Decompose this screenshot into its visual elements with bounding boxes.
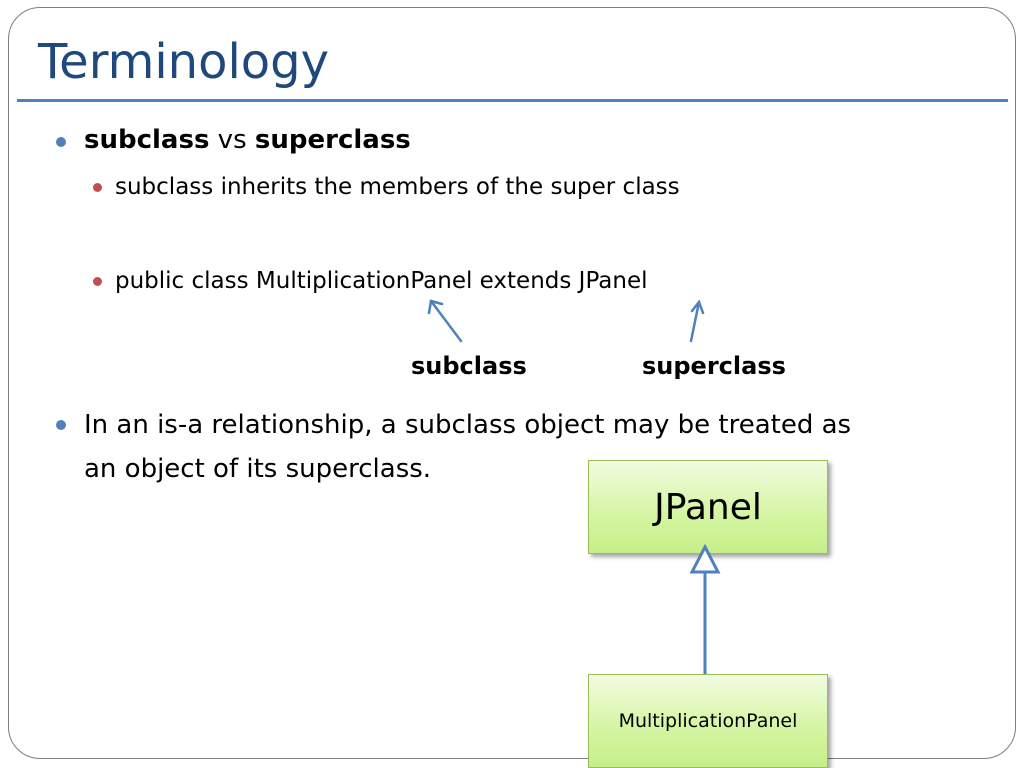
- bullet-subclass-vs-superclass: subclass vs superclass: [84, 118, 411, 162]
- bullet-term-superclass: superclass: [254, 125, 411, 155]
- label-subclass: subclass: [411, 352, 527, 380]
- sub-bullet-inherits: subclass inherits the members of the sup…: [115, 174, 680, 200]
- arrow-to-superclass-name: [689, 299, 705, 343]
- uml-box-jpanel: JPanel: [588, 460, 828, 554]
- arrow-to-subclass-name: [427, 299, 463, 343]
- bullet-dot: [56, 420, 66, 430]
- inheritance-arrow-icon: [689, 543, 721, 674]
- sub-bullet-dot: [93, 277, 102, 286]
- title-underline: [17, 99, 1008, 102]
- bullet-is-a-line1: In an is-a relationship, a subclass obje…: [84, 410, 852, 440]
- sub-bullet-code-example: public class MultiplicationPanel extends…: [115, 268, 648, 294]
- slide-frame: [8, 7, 1016, 759]
- slide-title: Terminology: [38, 34, 330, 90]
- bullet-vs: vs: [209, 125, 255, 155]
- bullet-term-subclass: subclass: [84, 125, 210, 155]
- sub-bullet-dot: [93, 183, 102, 192]
- bullet-is-a-line2: an object of its superclass.: [84, 454, 432, 484]
- uml-box-multiplicationpanel: MultiplicationPanel: [588, 674, 828, 768]
- bullet-dot: [56, 137, 66, 147]
- label-superclass: superclass: [642, 352, 786, 380]
